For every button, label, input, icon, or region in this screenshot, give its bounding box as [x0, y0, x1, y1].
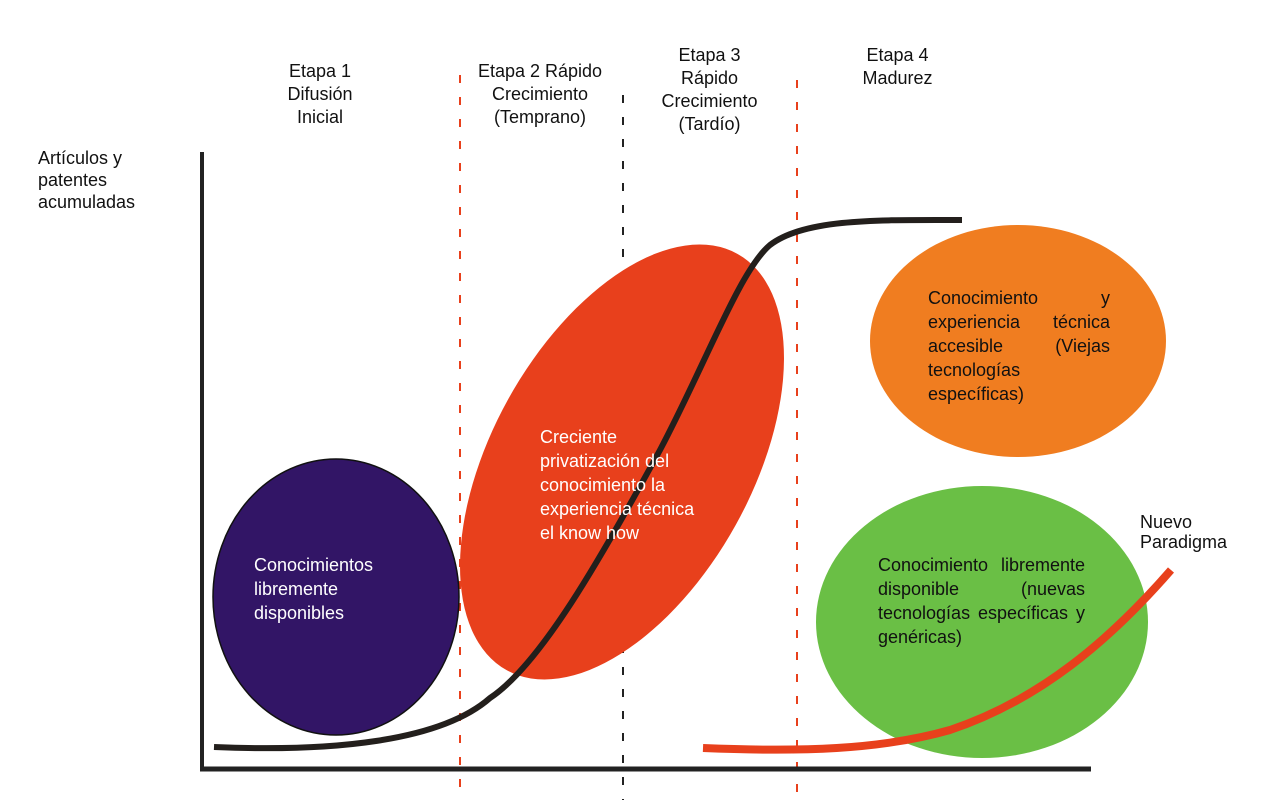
bubble-accessible-text: Conocimiento y experiencia técnica acces…	[928, 288, 1110, 404]
bubble-privatization	[460, 244, 784, 680]
main-s-curve	[213, 216, 963, 752]
y-axis-label: Artículos y patentes acumuladas	[38, 148, 136, 212]
bubble-new-free-text: Conocimiento libremente disponible (nuev…	[878, 555, 1085, 647]
bubble-free-knowledge	[212, 458, 460, 736]
stage-label-1: Etapa 1 Difusión Inicial	[287, 61, 353, 127]
stage-label-4: Etapa 4 Madurez	[862, 45, 933, 88]
stage-label-3: Etapa 3 Rápido Crecimiento (Tardío)	[661, 45, 758, 134]
new-paradigm-curve	[702, 567, 1175, 754]
new-paradigm-label: Nuevo Paradigma	[1140, 512, 1228, 552]
stage-label-2: Etapa 2 Rápido Crecimiento (Temprano)	[477, 61, 603, 127]
bubble-privatization-text: Creciente privatización del conocimiento…	[540, 427, 695, 543]
bubble-accessible-knowledge	[870, 225, 1166, 457]
bubble-free-knowledge-text: Conocimientos libremente disponibles	[254, 555, 374, 623]
bubble-new-free-knowledge	[816, 486, 1148, 758]
